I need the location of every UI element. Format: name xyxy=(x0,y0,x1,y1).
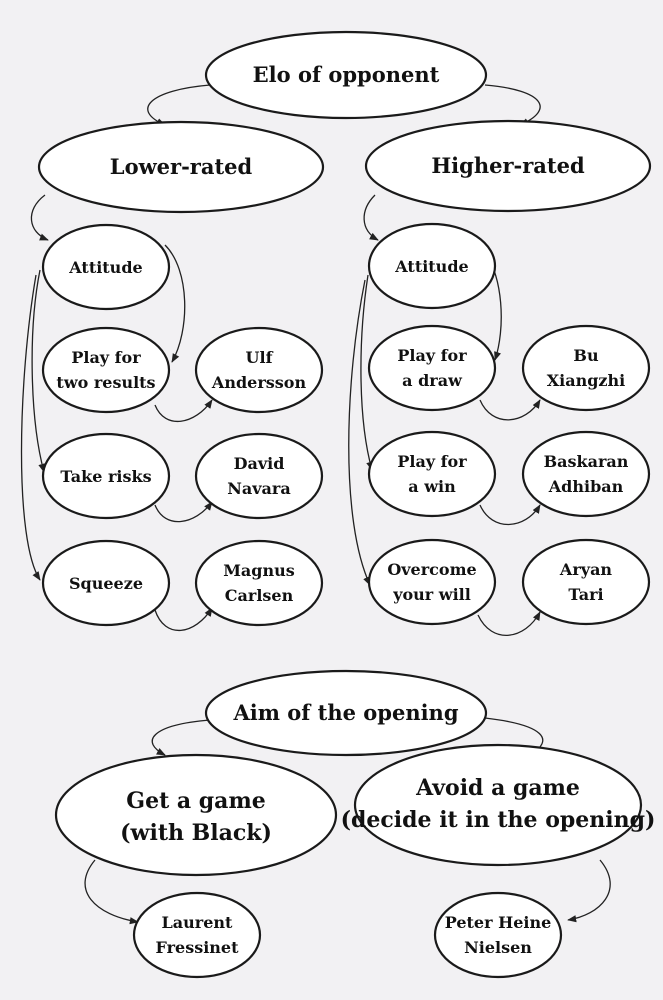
node-squeeze: Squeeze xyxy=(41,539,171,627)
node-bu-xiangzhi: Bu Xiangzhi xyxy=(521,324,651,412)
node-label: Higher-rated xyxy=(431,153,585,178)
edge-win-adhiban xyxy=(479,504,541,526)
node-label-line2: your will xyxy=(392,585,471,604)
node-label-line1: Laurent xyxy=(162,913,233,932)
node-label-line2: Carlsen xyxy=(225,586,294,605)
node-higher-attitude: Attitude xyxy=(367,222,497,310)
node-play-for-a-win: Play for a win xyxy=(367,430,497,518)
edge-attitude-squeeze xyxy=(20,274,41,581)
node-label-line1: Avoid a game xyxy=(415,775,580,801)
node-magnus-carlsen: Magnus Carlsen xyxy=(194,539,324,627)
node-label-line1: Overcome xyxy=(387,560,476,579)
node-label: Lower-rated xyxy=(110,154,253,179)
edge-higher-attitude xyxy=(363,194,379,241)
edge-get-fressinet xyxy=(84,859,139,925)
node-laurent-fressinet: Laurent Fressinet xyxy=(132,891,262,979)
node-take-risks: Take risks xyxy=(41,432,171,520)
node-label-line1: Bu xyxy=(573,346,599,365)
node-label-line2: Fressinet xyxy=(156,938,240,957)
edge-root-lower xyxy=(147,84,211,126)
edge-attitude-overcome xyxy=(348,279,371,586)
node-label: Squeeze xyxy=(69,574,143,593)
edge-attitude-takerisks xyxy=(31,269,46,473)
edge-opening-get xyxy=(151,719,211,756)
node-ulf-andersson: Ulf Andersson xyxy=(194,326,324,414)
node-label-line1: Play for xyxy=(397,452,467,471)
edge-root-higher xyxy=(484,84,541,126)
node-label-line1: Aryan xyxy=(559,560,613,579)
node-label-line1: Magnus xyxy=(223,561,295,580)
node-label-line1: Play for xyxy=(71,348,141,367)
node-avoid-a-game: Avoid a game (decide it in the opening) xyxy=(341,743,656,867)
node-aim-of-the-opening: Aim of the opening xyxy=(204,669,488,757)
node-lower-rated: Lower-rated xyxy=(37,120,325,214)
node-play-for-two-results: Play for two results xyxy=(41,326,171,414)
node-label-line2: (with Black) xyxy=(120,820,272,846)
node-label-line1: Peter Heine xyxy=(445,913,552,932)
node-label-line2: (decide it in the opening) xyxy=(341,807,656,833)
edge-avoid-nielsen xyxy=(567,859,611,923)
node-label: Take risks xyxy=(60,467,151,486)
node-david-navara: David Navara xyxy=(194,432,324,520)
node-label-line2: Adhiban xyxy=(548,477,624,496)
edge-lower-attitude xyxy=(30,194,49,241)
node-label-line1: David xyxy=(234,454,285,473)
node-label-line2: Andersson xyxy=(211,373,307,392)
edge-takerisks-navara xyxy=(154,501,213,523)
node-label-line2: Nielsen xyxy=(464,938,532,957)
node-label: Attitude xyxy=(394,257,468,276)
node-lower-attitude: Attitude xyxy=(41,223,171,311)
edge-attitude-win xyxy=(360,274,374,471)
edge-draw-bu xyxy=(479,399,541,421)
node-peter-heine-nielsen: Peter Heine Nielsen xyxy=(433,891,563,979)
node-label: Attitude xyxy=(68,258,142,277)
node-label-line2: Xiangzhi xyxy=(547,371,625,390)
node-label-line2: a win xyxy=(408,477,456,496)
node-label-line2: Navara xyxy=(227,479,290,498)
edge-overcome-tari xyxy=(477,611,541,636)
node-label: Elo of opponent xyxy=(253,62,440,87)
edge-playfor-ulf xyxy=(154,399,213,422)
node-label: Aim of the opening xyxy=(232,700,458,725)
node-label-line1: Get a game xyxy=(126,788,265,814)
node-aryan-tari: Aryan Tari xyxy=(521,538,651,626)
node-elo-of-opponent: Elo of opponent xyxy=(204,30,488,120)
node-overcome-your-will: Overcome your will xyxy=(367,538,497,626)
node-baskaran-adhiban: Baskaran Adhiban xyxy=(521,430,651,518)
edge-attitude-playfor-lower xyxy=(164,244,186,363)
node-get-a-game: Get a game (with Black) xyxy=(54,753,338,877)
node-label-line1: Play for xyxy=(397,346,467,365)
node-play-for-a-draw: Play for a draw xyxy=(367,324,497,412)
node-label-line2: two results xyxy=(56,373,155,392)
node-label-line1: Baskaran xyxy=(544,452,629,471)
node-label-line1: Ulf xyxy=(246,348,274,367)
node-label-line2: a draw xyxy=(402,371,463,390)
edge-squeeze-carlsen xyxy=(154,607,213,632)
node-label-line2: Tari xyxy=(568,585,603,604)
node-higher-rated: Higher-rated xyxy=(364,119,652,213)
